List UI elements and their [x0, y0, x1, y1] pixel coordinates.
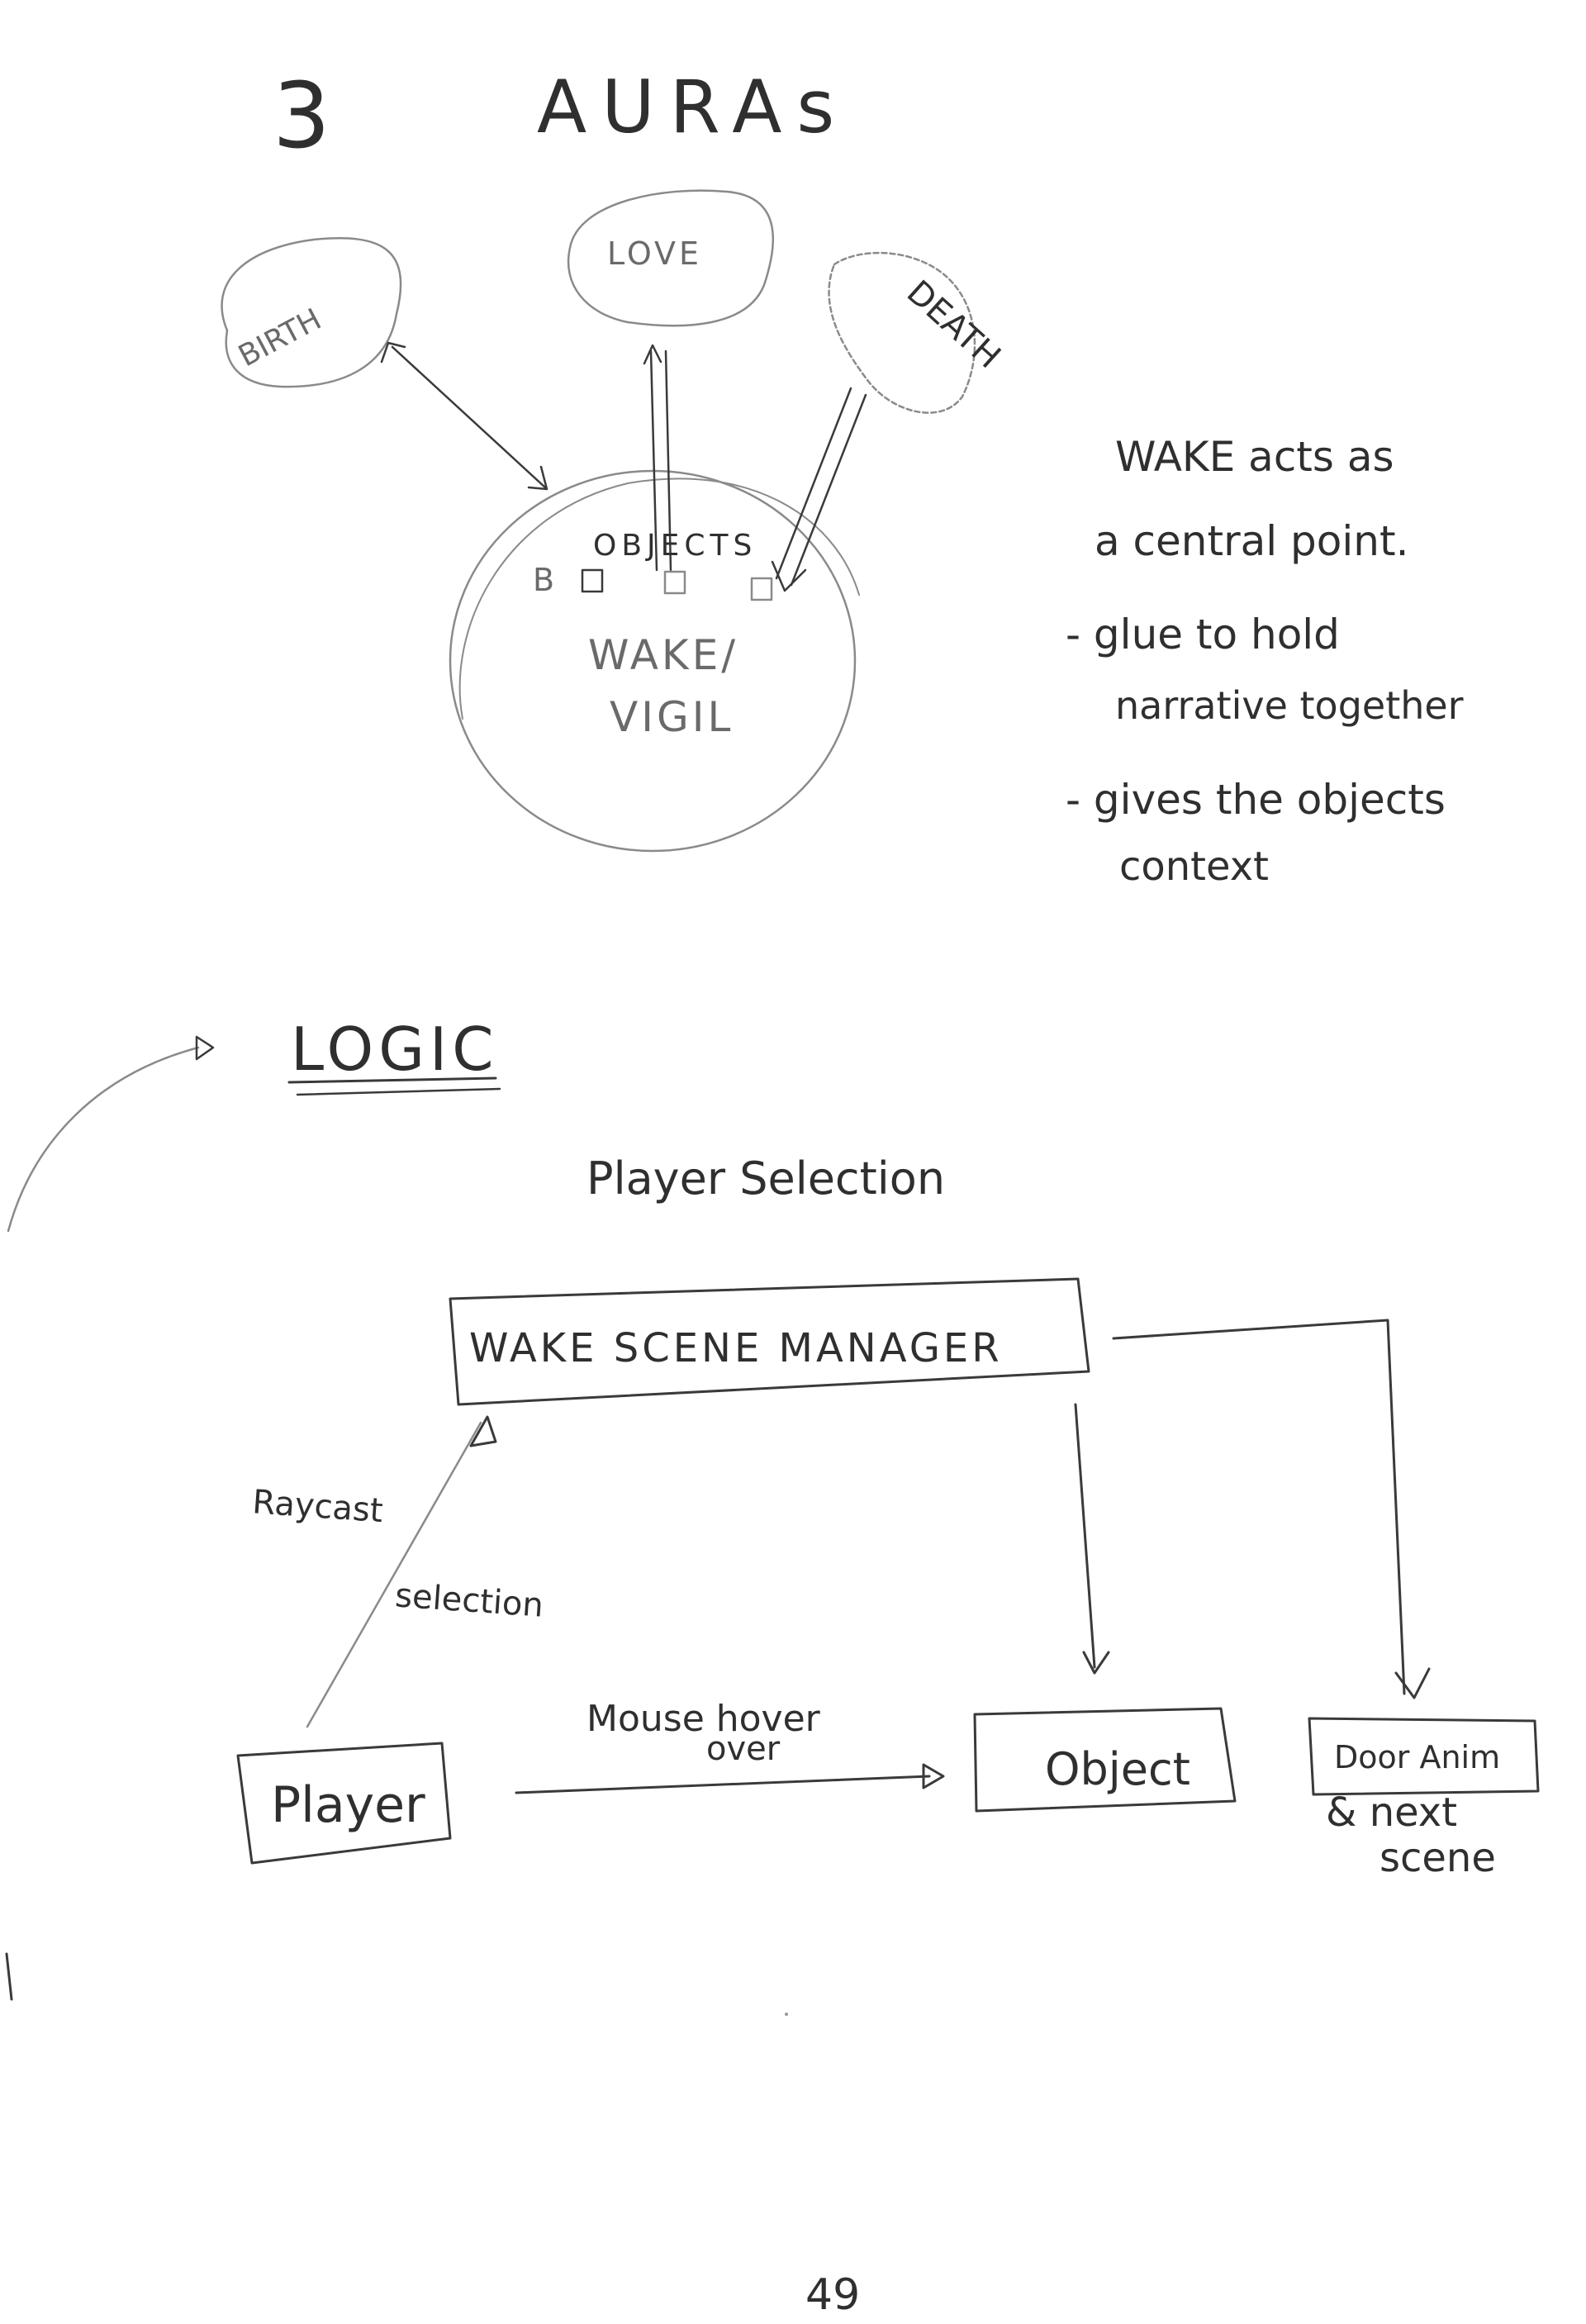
selection-label: selection — [394, 1576, 545, 1624]
manager-door-arrow — [1112, 1319, 1406, 1695]
death-label: DEATH — [900, 273, 1008, 376]
door-label-1: Door Anim — [1334, 1739, 1500, 1775]
wake-vigil-circle — [449, 469, 857, 853]
note-line-4: narrative together — [1115, 683, 1464, 728]
raycast-label: Raycast — [251, 1483, 384, 1530]
love-bubble — [567, 189, 774, 327]
auras-title: AURAs — [537, 64, 849, 150]
object-square-2 — [663, 570, 686, 595]
object-arrowhead — [1082, 1651, 1110, 1675]
note-line-5: - gives the objects — [1066, 776, 1446, 824]
note-line-6: context — [1119, 844, 1269, 890]
logic-underline-1 — [287, 1076, 497, 1084]
wake-arrowhead-birth — [527, 465, 548, 491]
note-line-2: a central point. — [1095, 517, 1408, 565]
player-object-arrow — [515, 1775, 931, 1794]
margin-tick — [5, 1952, 13, 2001]
player-manager-arrow — [306, 1421, 482, 1728]
vigil-label: VIGIL — [610, 693, 734, 741]
auras-number: 3 — [273, 63, 330, 169]
mouse-hover-label-2: over — [706, 1730, 781, 1768]
scene-manager-label: WAKE SCENE MANAGER — [469, 1325, 1003, 1371]
page-number: 49 — [805, 2270, 860, 2320]
mouse-hover-label-1: Mouse hover — [586, 1698, 821, 1740]
door-label-2: & next — [1326, 1789, 1457, 1836]
birth-arrowhead — [380, 341, 406, 364]
death-arrow-2 — [790, 393, 867, 587]
object-box — [973, 1707, 1237, 1813]
love-label: LOVE — [607, 235, 702, 272]
scene-manager-box — [449, 1277, 1090, 1406]
logic-underline-2 — [296, 1087, 501, 1096]
object-square-3 — [750, 577, 773, 601]
death-bubble — [828, 251, 976, 414]
wake-label: WAKE/ — [588, 631, 738, 679]
door-label-3: scene — [1379, 1835, 1496, 1881]
door-arrowhead — [1394, 1667, 1431, 1699]
door-box — [1308, 1717, 1540, 1796]
birth-bubble — [221, 237, 402, 388]
player-box — [236, 1742, 452, 1865]
player-object-arrowhead — [922, 1763, 945, 1789]
paper-dot — [785, 2013, 788, 2016]
player-selection-label: Player Selection — [586, 1152, 945, 1205]
logic-side-arrowhead — [195, 1035, 215, 1061]
b-marker: B — [533, 562, 554, 598]
note-line-1: WAKE acts as — [1115, 433, 1394, 481]
love-arrow-2 — [664, 349, 672, 572]
object-square-1 — [581, 568, 604, 593]
note-line-3: - glue to hold — [1066, 611, 1340, 658]
objects-label: OBJECTS — [593, 529, 757, 563]
logic-heading: LOGIC — [291, 1015, 499, 1084]
death-arrowhead — [771, 560, 807, 592]
manager-object-arrow — [1074, 1403, 1096, 1669]
logic-side-arrow — [7, 1046, 200, 1233]
birth-label: BIRTH — [233, 302, 327, 373]
wake-vigil-circle-outline — [458, 478, 860, 720]
love-arrow-1 — [649, 349, 658, 572]
object-label: Object — [1045, 1743, 1190, 1795]
love-arrowhead — [643, 344, 662, 365]
birth-wake-arrow — [391, 345, 547, 489]
player-label: Player — [271, 1776, 425, 1834]
death-arrow-1 — [775, 387, 852, 580]
manager-arrowhead — [469, 1415, 497, 1447]
